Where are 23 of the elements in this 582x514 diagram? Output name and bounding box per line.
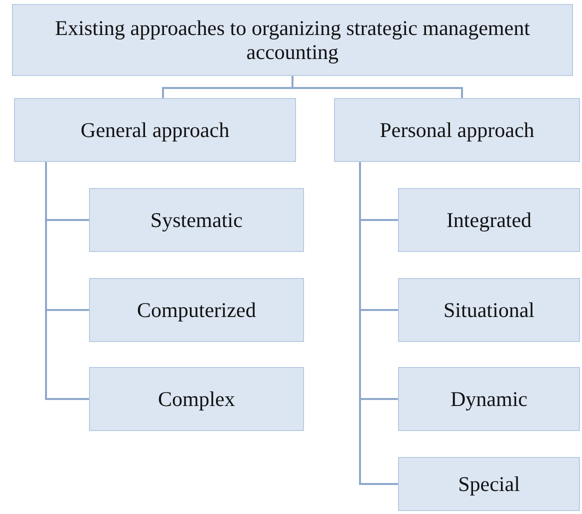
box-label: Dynamic bbox=[450, 387, 528, 411]
connector-line bbox=[292, 76, 463, 98]
box-label: Complex bbox=[157, 387, 236, 411]
box-label: Situational bbox=[442, 298, 536, 322]
category-box bbox=[89, 278, 304, 342]
category-box bbox=[89, 188, 304, 252]
box-label: Computerized bbox=[136, 298, 257, 322]
category-box bbox=[89, 367, 304, 431]
category-box bbox=[14, 98, 296, 162]
box-label: Integrated bbox=[445, 208, 533, 232]
connector-line bbox=[45, 162, 89, 400]
connector-line bbox=[359, 162, 398, 485]
category-box bbox=[398, 367, 580, 431]
box-label: Existing approaches to organizing strategic management accounting bbox=[54, 16, 531, 64]
box-label: General approach bbox=[80, 118, 230, 142]
box-label: Personal approach bbox=[378, 118, 536, 142]
category-box bbox=[334, 98, 580, 162]
category-box bbox=[398, 457, 580, 511]
category-box bbox=[12, 4, 573, 76]
box-label: Systematic bbox=[149, 208, 244, 232]
category-box bbox=[398, 188, 580, 252]
category-box bbox=[398, 278, 580, 342]
box-label: Special bbox=[457, 472, 521, 496]
